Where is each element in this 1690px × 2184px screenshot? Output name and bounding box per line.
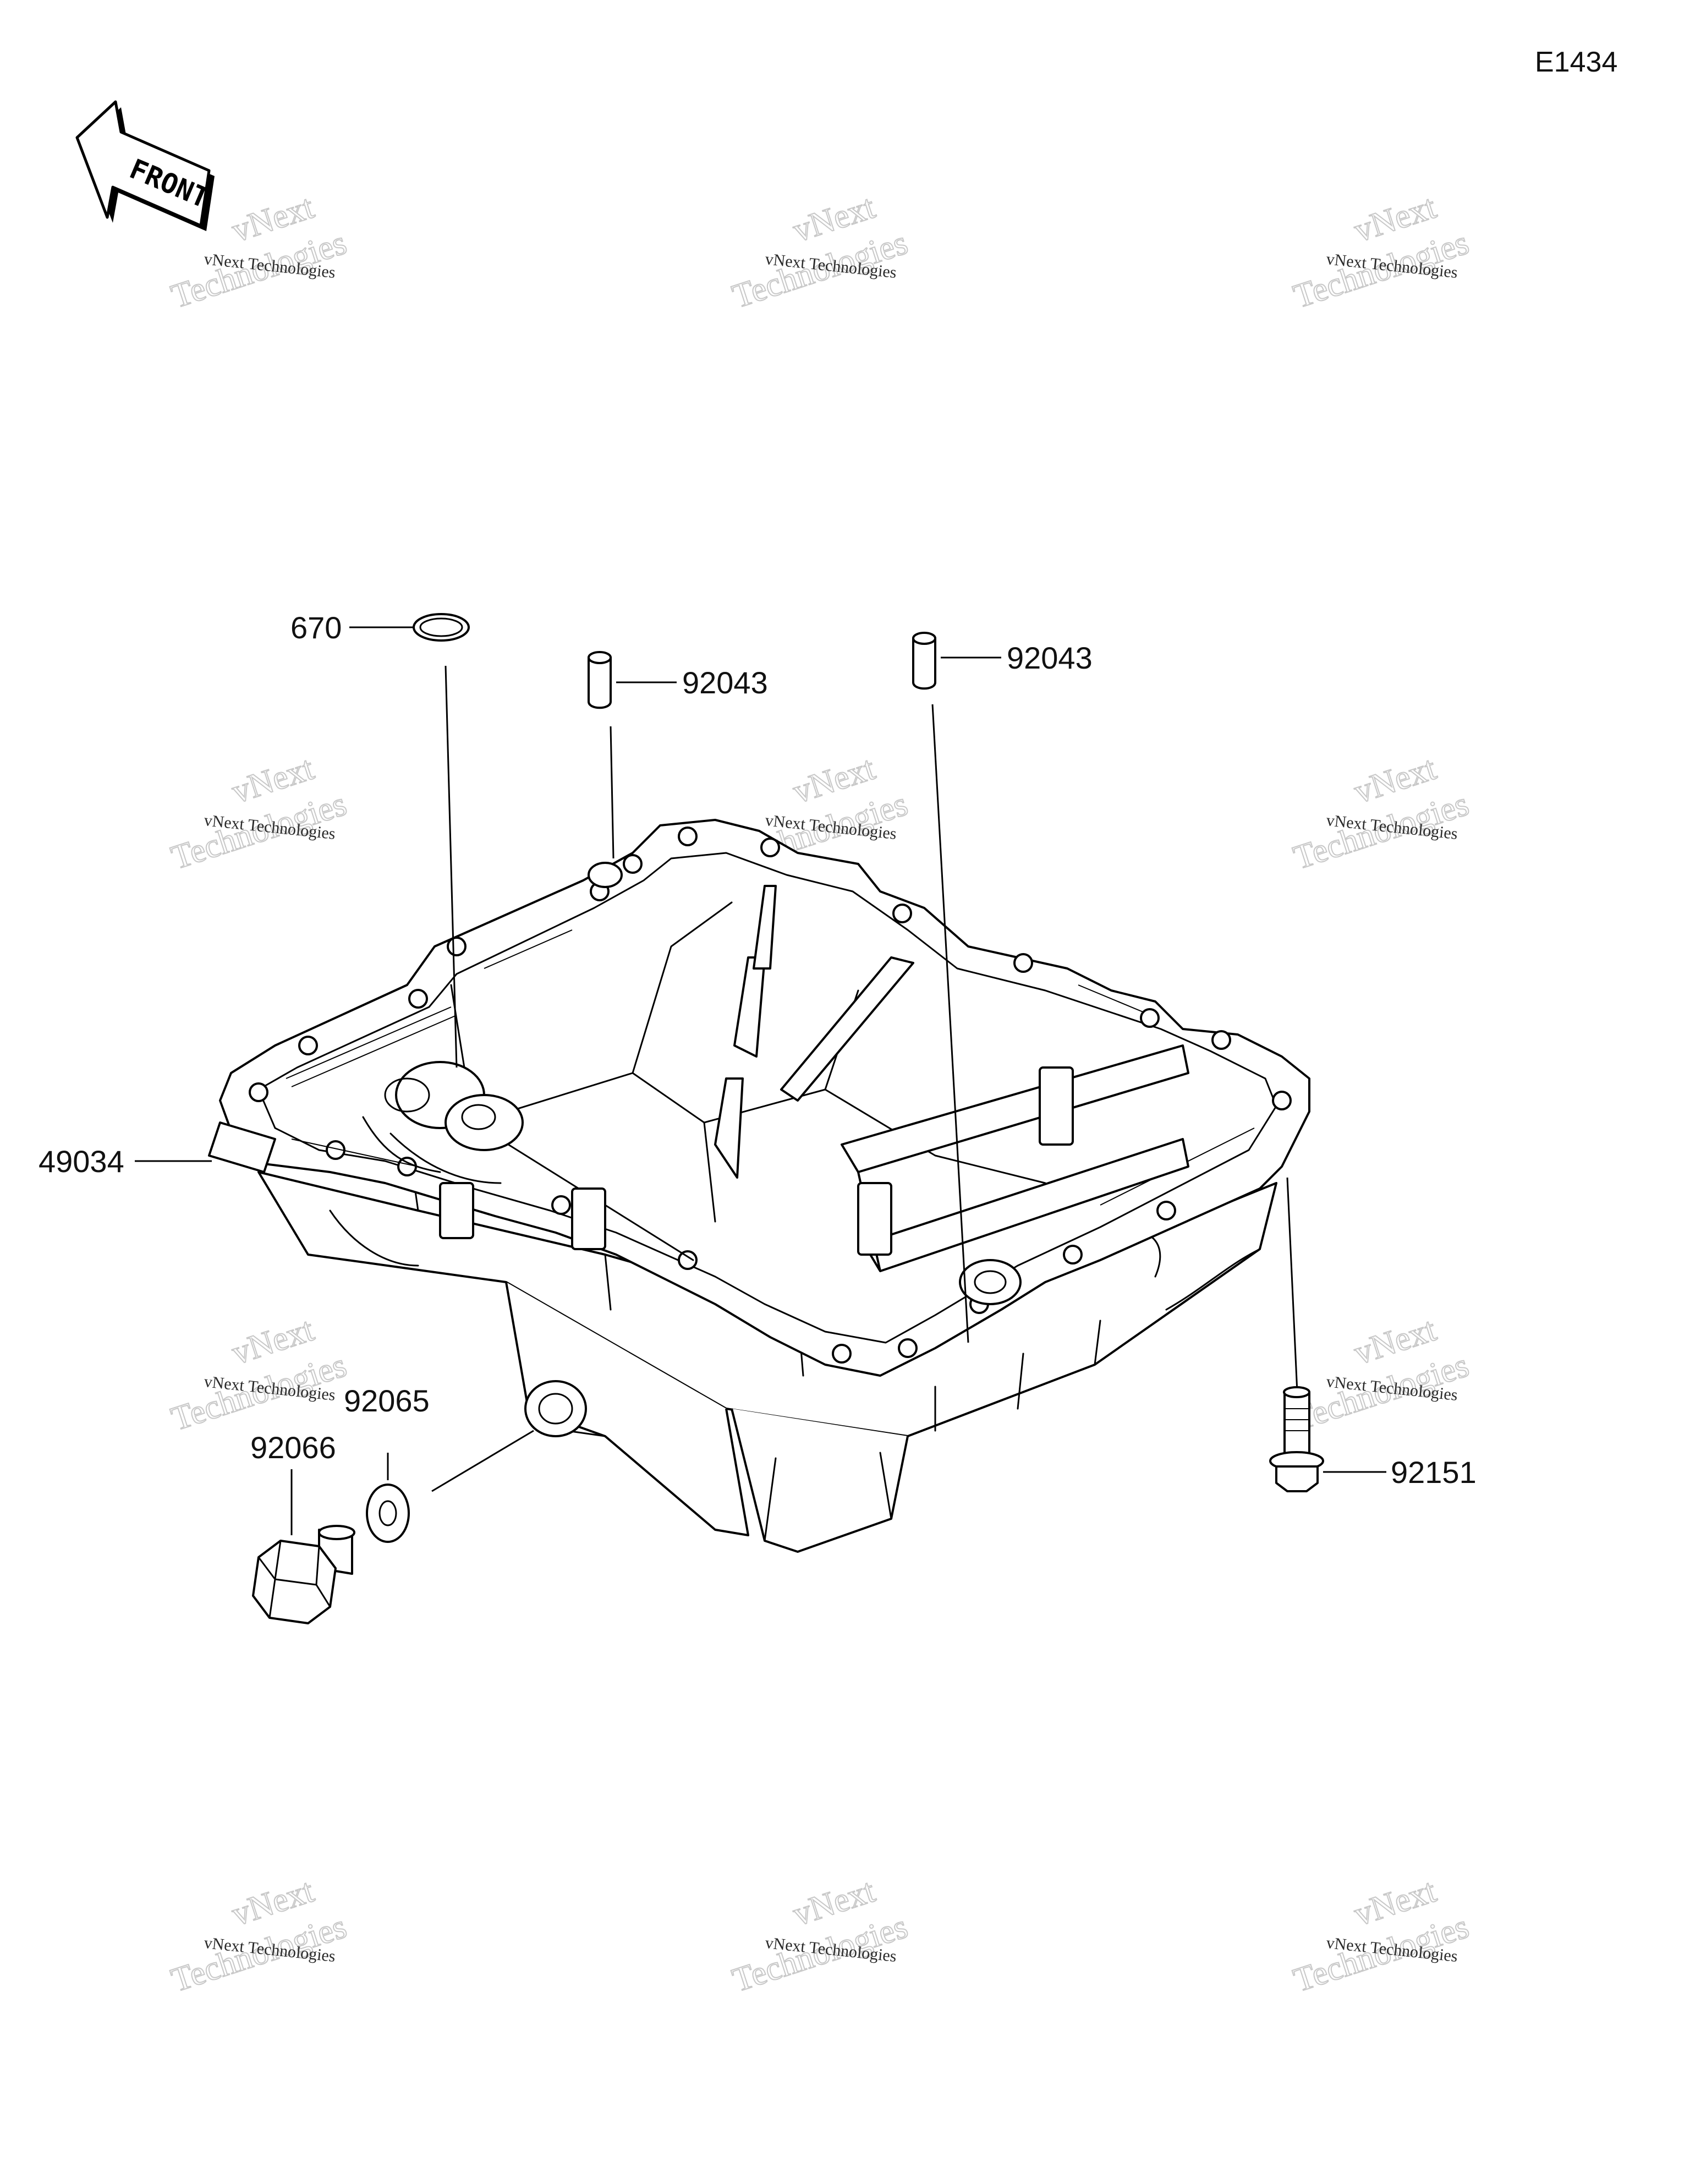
o-ring-670: 670 <box>290 610 470 1068</box>
flange-bolt-holes <box>249 826 1292 1364</box>
part-label-670: 670 <box>290 610 342 645</box>
gasket-92065: 92065 <box>344 1383 534 1543</box>
oil-pan-drawing <box>208 819 1310 1553</box>
diagram-code: E1434 <box>1535 46 1617 78</box>
watermark: vNext Technologies vNext Technologies <box>727 188 913 316</box>
watermark: vNext Technologies vNext Technologies <box>1288 749 1474 877</box>
watermark: vNext Technologies vNext Technologies <box>1288 188 1474 316</box>
drain-plug-92066: 92066 <box>250 1430 355 1624</box>
watermark: vNext Technologies vNext Technologies <box>166 1310 352 1438</box>
dowel-pin-right: 92043 <box>912 632 1093 1343</box>
watermark: vNext Technologies vNext Technologies <box>727 1871 913 2000</box>
flanged-bolt-92151: 92151 <box>1269 1177 1477 1492</box>
part-label-49034: 49034 <box>39 1144 124 1179</box>
front-arrow-icon: FRONT <box>75 100 215 231</box>
part-label-92066: 92066 <box>250 1430 336 1465</box>
watermark: vNext Technologies vNext Technologies <box>166 1871 352 2000</box>
watermark: vNext Technologies vNext Technologies <box>166 749 352 877</box>
part-label-92151: 92151 <box>1391 1455 1477 1490</box>
watermark: vNext Technologies vNext Technologies <box>1288 1310 1474 1438</box>
part-label-92043-right: 92043 <box>1007 641 1093 675</box>
watermark: vNext Technologies vNext Technologies <box>1288 1871 1474 2000</box>
oil-pan-49034: 49034 <box>39 1144 212 1179</box>
part-label-92043-left: 92043 <box>682 665 768 700</box>
part-label-92065: 92065 <box>344 1383 430 1418</box>
dowel-pin-left: 92043 <box>588 651 768 859</box>
